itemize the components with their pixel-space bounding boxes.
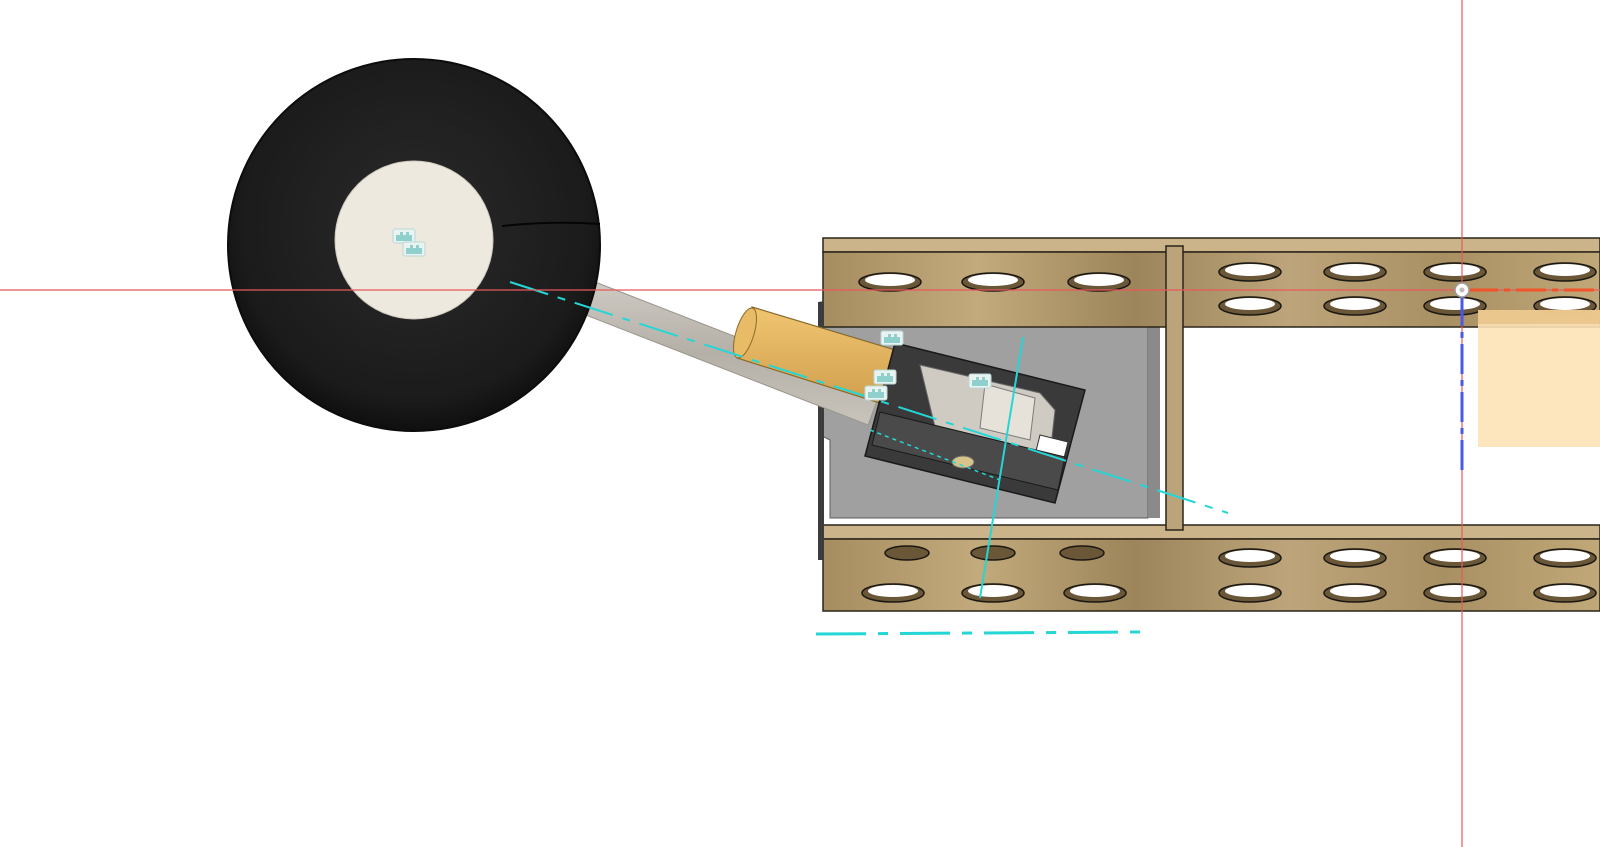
frame-divider[interactable] [1165, 245, 1184, 531]
chassis-left-edge [818, 302, 824, 560]
joint-icon[interactable] [864, 385, 888, 401]
joint-icon[interactable] [968, 373, 992, 389]
joint-icon[interactable] [873, 369, 897, 385]
joint-icon[interactable] [880, 330, 904, 346]
bottom-frame-rail[interactable] [822, 524, 1600, 612]
highlight-panel[interactable] [1478, 310, 1600, 447]
joint-icon[interactable] [402, 241, 426, 257]
joint-icon[interactable] [392, 228, 416, 244]
steering-bracket[interactable] [864, 342, 1086, 504]
origin-point-icon[interactable] [1454, 282, 1470, 298]
